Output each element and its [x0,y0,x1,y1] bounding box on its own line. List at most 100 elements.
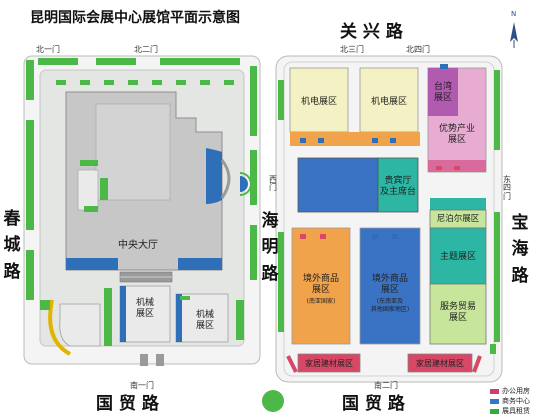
green-patch [128,80,138,85]
label-machinery-1: 机械 展区 [135,298,154,320]
label-electromech-2: 机电展区 [370,97,407,107]
label-advantage: 优势产业 展区 [438,124,475,146]
label-theme: 主题展区 [439,252,476,262]
marker [372,138,378,143]
marker [300,138,306,143]
green-strip [250,150,257,205]
legend-swatch-business [490,399,499,404]
nepal-hall-top [430,198,486,210]
legend-label-business: 商务中心 [502,397,530,405]
home-hall-1 [297,353,361,373]
sw-arc [48,299,72,356]
road-west: 春城路 [3,209,21,282]
machinery-hall-2-top [180,296,190,300]
road-east: 宝海路 [511,213,529,286]
road-north: 关 兴 路 [340,22,403,42]
green-strip [278,80,284,120]
sw-green [40,300,50,310]
green-strip [104,288,112,346]
label-foreign-2-sub: (东南亚及 其他国家地区) [370,298,410,313]
taiwan-hall-top [428,68,458,116]
gate-north3: 北三门 [340,45,364,54]
label-nepal: 尼泊尔展区 [436,214,480,224]
gate-pillar [156,354,164,366]
label-service: 服务贸易 展区 [439,302,476,324]
gate-east4: 东四门 [503,175,511,201]
green-strip [494,212,500,342]
central-hall-inner [95,103,171,201]
marker [318,138,324,143]
machinery-hall-2-block [175,293,229,343]
marker [300,234,306,239]
home-hall-2 [407,353,473,373]
label-home-1: 家居建材展区 [305,359,353,368]
compass-icon [510,22,518,42]
label-taiwan: 台湾 展区 [433,82,452,104]
green-patch [152,80,162,85]
sw-building [59,303,101,347]
marker [454,166,460,170]
inner-green [84,206,98,212]
marker [372,234,378,239]
label-electromech-1: 机电展区 [300,97,337,107]
home-wing [472,355,482,373]
inner-green [80,160,98,166]
legend-swatch-office [490,389,499,394]
blue-base [178,258,222,270]
green-strip [490,344,496,354]
label-foreign-1-title: 境外商品 展区 [302,274,339,296]
marker [390,138,396,143]
inner-block [77,169,99,211]
roundabout [262,390,284,412]
gate-north4: 北四门 [406,45,430,54]
green-strip [250,66,257,136]
fountain-ring [239,172,252,196]
marker [392,234,398,239]
machinery-hall-1-side [120,286,126,342]
gate-west: 西门 [269,175,277,193]
green-strip [96,58,136,65]
gate-north1: 北一门 [36,45,60,54]
label-foreign-1-sub: (南亚国家) [306,298,336,305]
green-patch [80,80,90,85]
service-hall [429,283,487,345]
green-strip [26,120,34,230]
road-south-left: 国 贸 路 [96,394,159,414]
legend-label-office: 办公用房 [502,387,530,395]
foreign-hall-2 [359,227,421,345]
vip-hall-blue [297,157,379,213]
foreign-hall-1 [291,227,351,345]
label-central-hall: 中央大厅 [118,240,158,251]
machinery-hall-1-block [119,285,171,343]
gate-north2: 北二门 [134,45,158,54]
road-middle: 海明路 [261,211,279,284]
map-title: 昆明国际会展中心展馆平面示意图 [30,10,240,26]
marker [320,234,326,239]
gate-pillar [140,354,148,366]
home-wing [286,355,298,373]
marker [436,166,442,170]
green-patch [224,80,234,85]
vip-hall [377,157,419,213]
legend-swatch-rental [490,409,499,414]
label-vip: 贵宾厅 及主席台 [379,176,416,198]
green-strip [26,60,34,100]
blue-base [66,258,118,270]
legend-label-rental: 展具租赁 [502,407,530,415]
label-home-2: 家居建材展区 [416,359,464,368]
green-patch [56,80,66,85]
green-strip [160,58,240,65]
label-machinery-2: 机械 展区 [195,310,214,332]
label-foreign-2-title: 境外商品 展区 [371,274,408,296]
machinery-hall-2-side [176,294,182,342]
green-patch [176,80,186,85]
green-patch [104,80,114,85]
marker [440,64,448,69]
compass-label: N [511,10,517,18]
gate-south1: 南一门 [130,381,154,390]
green-strip [494,70,500,150]
electromech-hall-1 [289,67,349,133]
green-strip [26,250,34,300]
electromech-base [290,132,420,146]
